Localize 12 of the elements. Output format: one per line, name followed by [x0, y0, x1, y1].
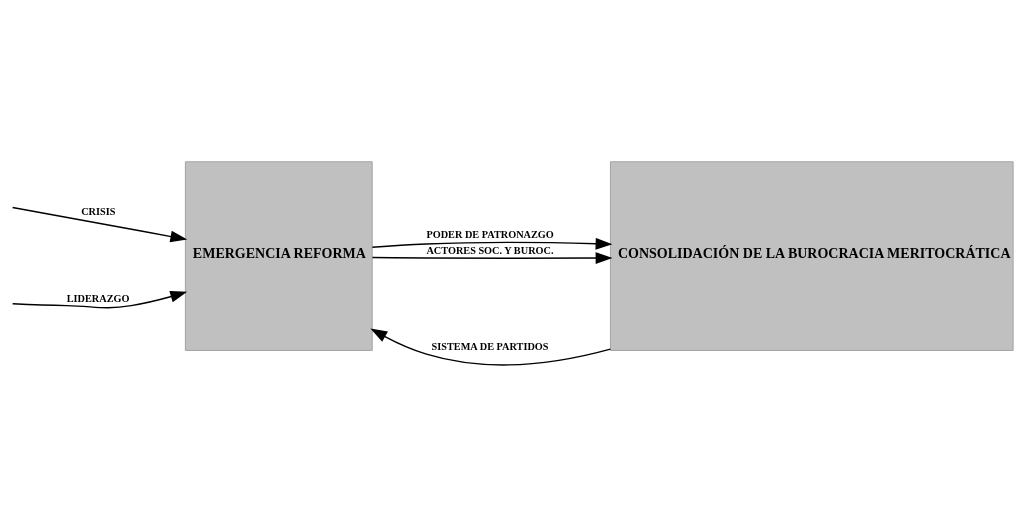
node-box: EMERGENCIA REFORMA	[184, 161, 373, 351]
edge-label: LIDERAZGO	[66, 292, 130, 304]
edge-label: PODER DE PATRONAZGO	[426, 229, 554, 241]
arrow	[370, 328, 612, 366]
arrow	[371, 237, 613, 250]
arrow	[11, 206, 188, 243]
edge-label: ACTORES SOC. Y BUROC.	[426, 245, 554, 257]
edge-label: CRISIS	[81, 205, 116, 217]
node-box: CONSOLIDACIÓN DE LA BUROCRACIA MERITOCRÁTICA	[610, 161, 1014, 351]
edge-label: SISTEMA DE PARTIDOS	[431, 341, 549, 353]
arrow	[11, 290, 188, 309]
arrow	[371, 252, 613, 264]
